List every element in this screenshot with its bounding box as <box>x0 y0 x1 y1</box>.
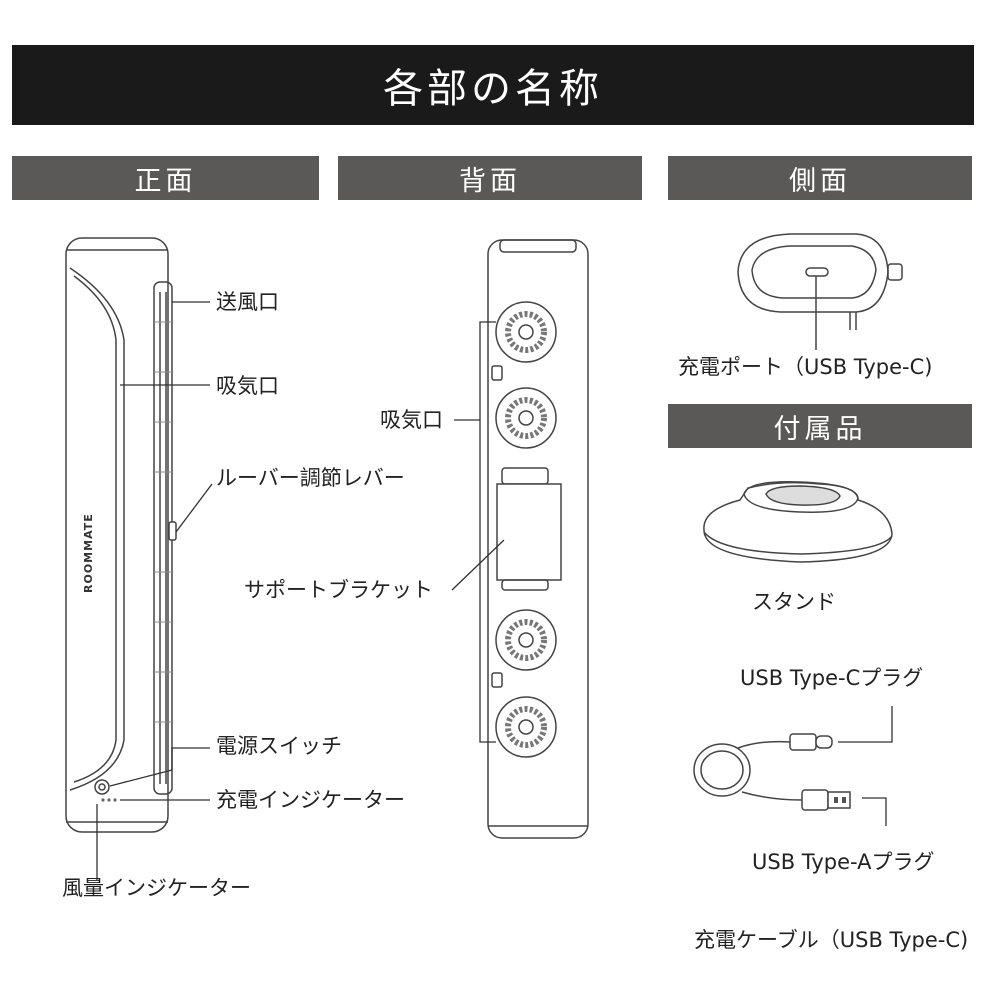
rear-fan-2 <box>495 387 557 449</box>
page-title: 各部の名称 <box>12 45 974 125</box>
front-fan-illustration <box>65 237 177 833</box>
section-header-accessories: 付属品 <box>668 404 972 448</box>
label-stand: スタンド <box>752 590 836 614</box>
section-header-side: 側面 <box>668 156 972 200</box>
section-header-back: 背面 <box>338 156 642 200</box>
label-front-intake: 吸気口 <box>216 374 279 398</box>
stand-illustration <box>703 481 893 563</box>
label-support-bracket: サポートブラケット <box>244 578 433 602</box>
back-fan-illustration <box>487 239 589 839</box>
label-cable: 充電ケーブル（USB Type-C) <box>694 928 969 952</box>
rear-fan-4 <box>495 696 557 758</box>
side-view-illustration <box>737 233 903 350</box>
label-back-intake: 吸気口 <box>380 408 443 432</box>
brand-logo: ROOMMATE <box>82 513 95 593</box>
label-charge-indicator: 充電インジケーター <box>216 788 405 812</box>
rear-fan-3 <box>495 609 557 671</box>
rear-fan-1 <box>495 301 557 363</box>
label-charge-port: 充電ポート（USB Type-C) <box>678 355 933 379</box>
label-outlet: 送風口 <box>216 290 279 314</box>
section-header-front: 正面 <box>12 156 319 200</box>
label-usb-c-plug: USB Type-Cプラグ <box>740 666 924 690</box>
cable-illustration <box>693 733 851 811</box>
label-louver-lever: ルーバー調節レバー <box>216 466 405 490</box>
label-usb-a-plug: USB Type-Aプラグ <box>752 850 935 874</box>
label-power-switch: 電源スイッチ <box>216 734 342 758</box>
label-wind-indicator: 風量インジケーター <box>62 876 251 900</box>
